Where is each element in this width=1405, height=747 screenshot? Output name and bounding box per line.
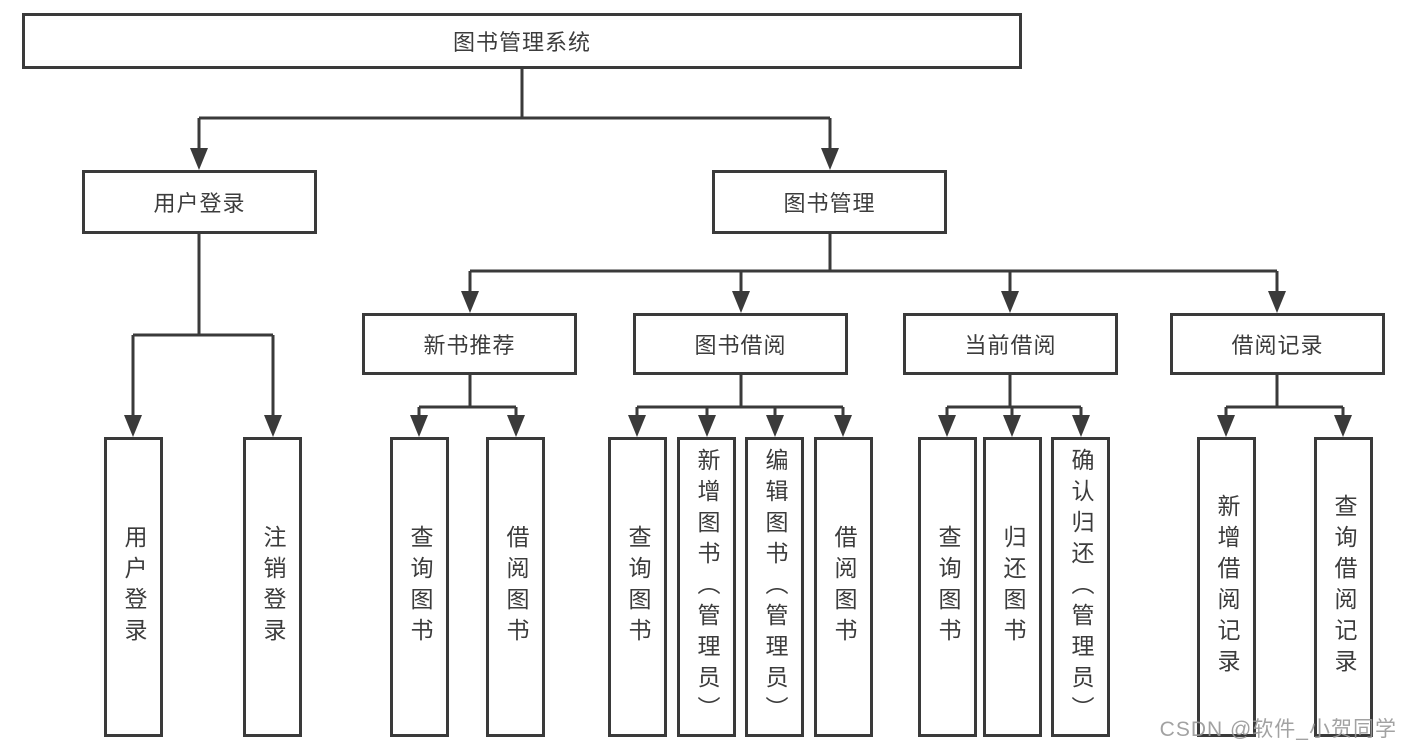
node-library-management-system: 图书管理系统 <box>22 13 1022 69</box>
node-book-management: 图书管理 <box>712 170 947 234</box>
node-label: 图书管理系统 <box>452 30 591 55</box>
node-book-borrowing: 图书借阅 <box>633 313 848 375</box>
leaf-query-books-current: 查询图书 <box>918 437 977 737</box>
leaf-label: 确认归还（管理员） <box>1068 447 1094 727</box>
leaf-label: 借阅图书 <box>831 525 857 649</box>
node-label: 用户登录 <box>153 191 246 216</box>
leaf-edit-book-admin: 编辑图书（管理员） <box>745 437 804 737</box>
node-label: 图书借阅 <box>694 333 787 358</box>
node-borrowing-records: 借阅记录 <box>1170 313 1385 375</box>
leaf-query-books-borrow: 查询图书 <box>608 437 667 737</box>
leaf-label: 新增图书（管理员） <box>694 447 720 727</box>
leaf-user-login: 用户登录 <box>104 437 163 737</box>
node-label: 当前借阅 <box>964 333 1057 358</box>
leaf-logout: 注销登录 <box>243 437 302 737</box>
leaf-label: 查询借阅记录 <box>1331 494 1357 680</box>
leaf-label: 注销登录 <box>260 525 286 649</box>
node-label: 借阅记录 <box>1231 333 1324 358</box>
leaf-label: 编辑图书（管理员） <box>762 447 788 727</box>
leaf-label: 查询图书 <box>407 525 433 649</box>
node-current-borrowing: 当前借阅 <box>903 313 1118 375</box>
leaf-label: 用户登录 <box>121 525 147 649</box>
leaf-borrow-books: 借阅图书 <box>814 437 873 737</box>
node-new-book-recommend: 新书推荐 <box>362 313 577 375</box>
leaf-add-book-admin: 新增图书（管理员） <box>677 437 736 737</box>
leaf-borrow-books-recommend: 借阅图书 <box>486 437 545 737</box>
leaf-label: 查询图书 <box>625 525 651 649</box>
leaf-label: 借阅图书 <box>503 525 529 649</box>
leaf-add-borrow-record: 新增借阅记录 <box>1197 437 1256 737</box>
csdn-watermark: CSDN @软件_小贺同学 <box>1159 718 1397 741</box>
connector-path <box>131 69 1345 421</box>
node-label: 图书管理 <box>783 191 876 216</box>
leaf-label: 查询图书 <box>935 525 961 649</box>
leaf-query-books-recommend: 查询图书 <box>390 437 449 737</box>
node-label: 新书推荐 <box>423 333 516 358</box>
leaf-confirm-return-admin: 确认归还（管理员） <box>1051 437 1110 737</box>
leaf-label: 归还图书 <box>1000 525 1026 649</box>
leaf-label: 新增借阅记录 <box>1214 494 1240 680</box>
connector-arrowheads <box>124 148 1352 437</box>
node-user-login: 用户登录 <box>82 170 317 234</box>
leaf-query-borrow-record: 查询借阅记录 <box>1314 437 1373 737</box>
leaf-return-book: 归还图书 <box>983 437 1042 737</box>
